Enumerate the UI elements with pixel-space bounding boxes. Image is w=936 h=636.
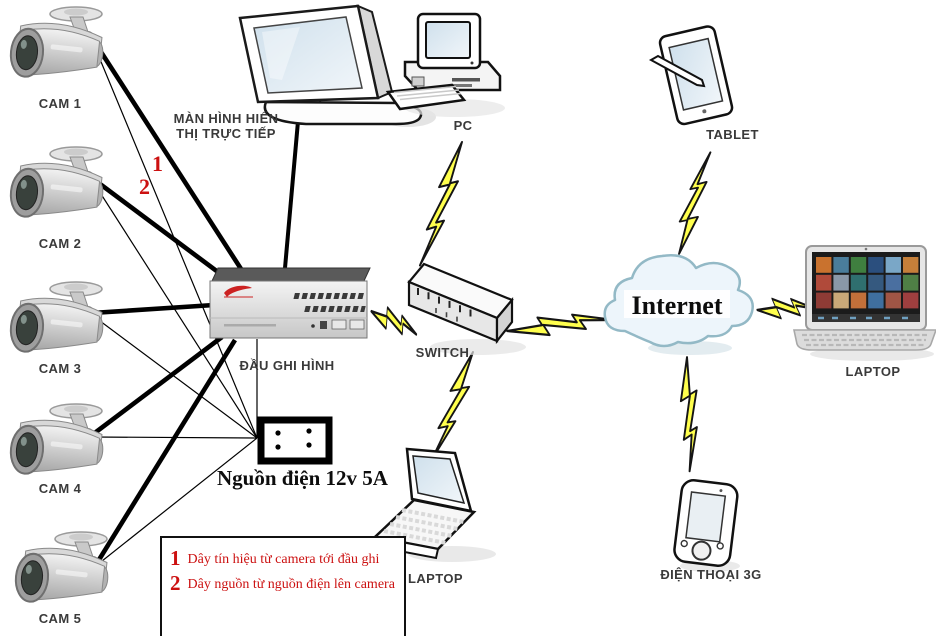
photo-thumbnail — [903, 274, 919, 291]
phone-3g-icon — [673, 479, 740, 572]
switch-label: SWITCH — [415, 345, 470, 360]
monitor-icon — [238, 4, 436, 127]
bolt-internet-phone — [674, 355, 707, 473]
cam3-label: CAM 3 — [38, 361, 82, 376]
legend-item-signal: 1 Dây tín hiệu từ camera tới đầu ghi — [170, 547, 396, 569]
camera-signal-wires — [90, 36, 245, 565]
monitor-label-line1: MÀN HÌNH HIỂN — [173, 111, 279, 126]
cam5-label: CAM 5 — [38, 611, 82, 626]
photo-thumbnail — [816, 292, 832, 309]
bolt-pc-switch — [416, 137, 469, 271]
wire-marker-signal: 1 — [152, 151, 163, 176]
photo-thumbnail — [816, 274, 832, 291]
photo-thumbnail — [885, 292, 901, 309]
dvr-label: ĐẦU GHI HÌNH — [239, 358, 335, 373]
photo-thumbnail — [868, 292, 884, 309]
cam4-label: CAM 4 — [38, 481, 82, 496]
internet-label: Internet — [631, 291, 723, 320]
bolt-switch-internet — [504, 301, 617, 346]
legend-text-1: Dây tín hiệu từ camera tới đầu ghi — [187, 552, 380, 567]
photo-thumbnail — [833, 257, 849, 273]
camera-icon-cam4 — [7, 403, 107, 483]
wire-marker-power: 2 — [139, 174, 150, 199]
photo-thumbnail — [816, 257, 832, 273]
laptop-right-label: LAPTOP — [845, 364, 901, 379]
phone-3g-label: ĐIỆN THOẠI 3G — [660, 567, 762, 582]
photo-thumbnail — [833, 292, 849, 309]
photo-thumbnail — [833, 274, 849, 291]
photo-thumbnail — [850, 274, 867, 291]
monitor-label: MÀN HÌNH HIỂN THỊ TRỰC TIẾP — [152, 111, 300, 141]
legend-num-2: 2 — [170, 571, 181, 595]
photo-thumbnail — [885, 274, 901, 291]
switch-icon — [407, 262, 526, 355]
camera-icon-cam5 — [12, 531, 112, 611]
laptop-bottom-label: LAPTOP — [408, 571, 463, 586]
monitor-cable — [283, 109, 301, 269]
bolt-internet-tablet — [672, 148, 714, 258]
cam2-label: CAM 2 — [38, 236, 82, 251]
power-supply-label: Nguồn điện 12v 5A — [217, 466, 388, 490]
bolt-dvr-switch — [366, 302, 423, 339]
camera-power-wires — [91, 39, 258, 566]
stylus-icon — [648, 54, 706, 88]
legend-num-1: 1 — [170, 546, 181, 570]
camera-icon-cam1 — [7, 6, 107, 86]
photo-thumbnail — [868, 274, 884, 291]
photo-thumbnail — [868, 257, 884, 273]
pc-icon — [385, 12, 505, 117]
photo-thumbnail — [850, 292, 867, 309]
photo-thumbnail — [850, 257, 867, 273]
tablet-label: TABLET — [706, 127, 759, 142]
photo-thumbnail — [885, 257, 901, 273]
dvr-logo — [224, 285, 252, 297]
photo-thumbnail — [903, 257, 919, 273]
power-supply-icon — [257, 416, 333, 465]
laptop-right-icon — [793, 245, 936, 361]
dvr-icon — [209, 267, 371, 339]
tablet-icon — [648, 25, 734, 126]
legend-box: 1 Dây tín hiệu từ camera tới đầu ghi 2 D… — [160, 536, 406, 636]
cam1-label: CAM 1 — [38, 96, 82, 111]
photo-thumbnail — [903, 292, 919, 309]
monitor-label-line2: THỊ TRỰC TIẾP — [176, 126, 276, 141]
camera-icon-cam3 — [7, 281, 107, 361]
internet-cloud-icon — [603, 254, 754, 355]
legend-text-2: Dây nguồn từ nguồn điện lên camera — [187, 577, 395, 592]
camera-icon-cam2 — [7, 146, 107, 226]
bolt-switch-laptop — [428, 347, 480, 466]
pc-label: PC — [453, 118, 473, 133]
legend-item-power: 2 Dây nguồn từ nguồn điện lên camera — [170, 572, 396, 594]
